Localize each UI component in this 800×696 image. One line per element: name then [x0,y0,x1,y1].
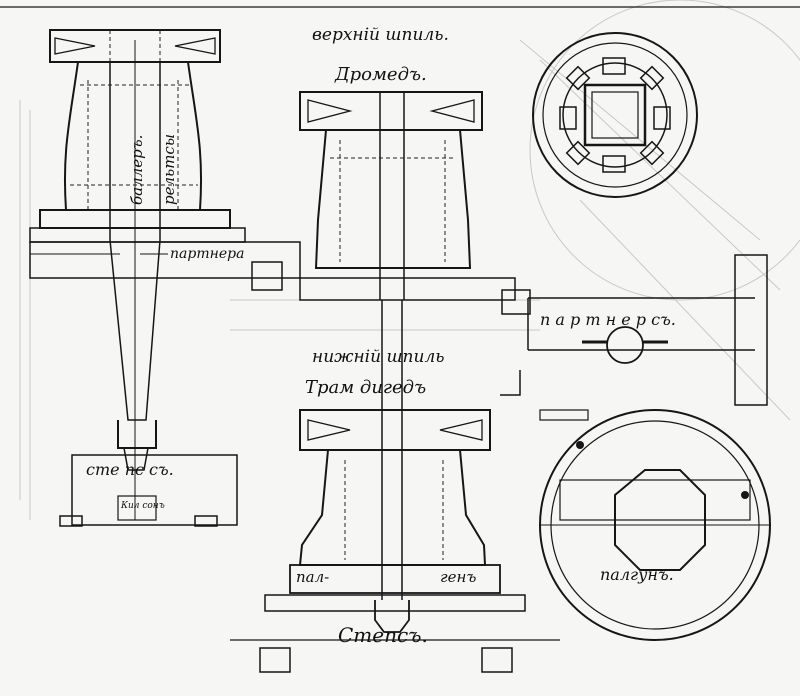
center-upper-capstan [299,91,531,315]
label-partners-right: п а р т н е р съ. [540,310,676,329]
label-pawl-block: Кил сонъ [120,501,165,511]
label-pawl-right: генъ [440,568,476,586]
label-pawl-ring: палгунъ. [600,565,674,584]
label-partners-left: партнера [170,246,244,262]
label-step-left: сте пс съ. [86,460,174,479]
left-capstan [29,29,301,527]
label-upper-capstan: верхній шпиль. [312,25,449,45]
upper-plan-circle [532,32,698,198]
label-whelps: рельтсы [160,134,178,205]
background-ghost-lines [19,0,800,520]
label-pawl-left: пал- [296,568,329,586]
center-lower-capstan [230,300,560,673]
label-trans-dromedary: Трам дигедъ [305,377,426,398]
pawl-ring-plan [539,409,771,641]
right-partners-beam [500,254,768,406]
label-step-bottom: Степсъ. [338,623,428,647]
label-barrel: баллеръ. [128,135,146,205]
label-dromedary: Дромедъ. [334,64,427,85]
label-lower-capstan: нижній шпиль [312,347,445,367]
